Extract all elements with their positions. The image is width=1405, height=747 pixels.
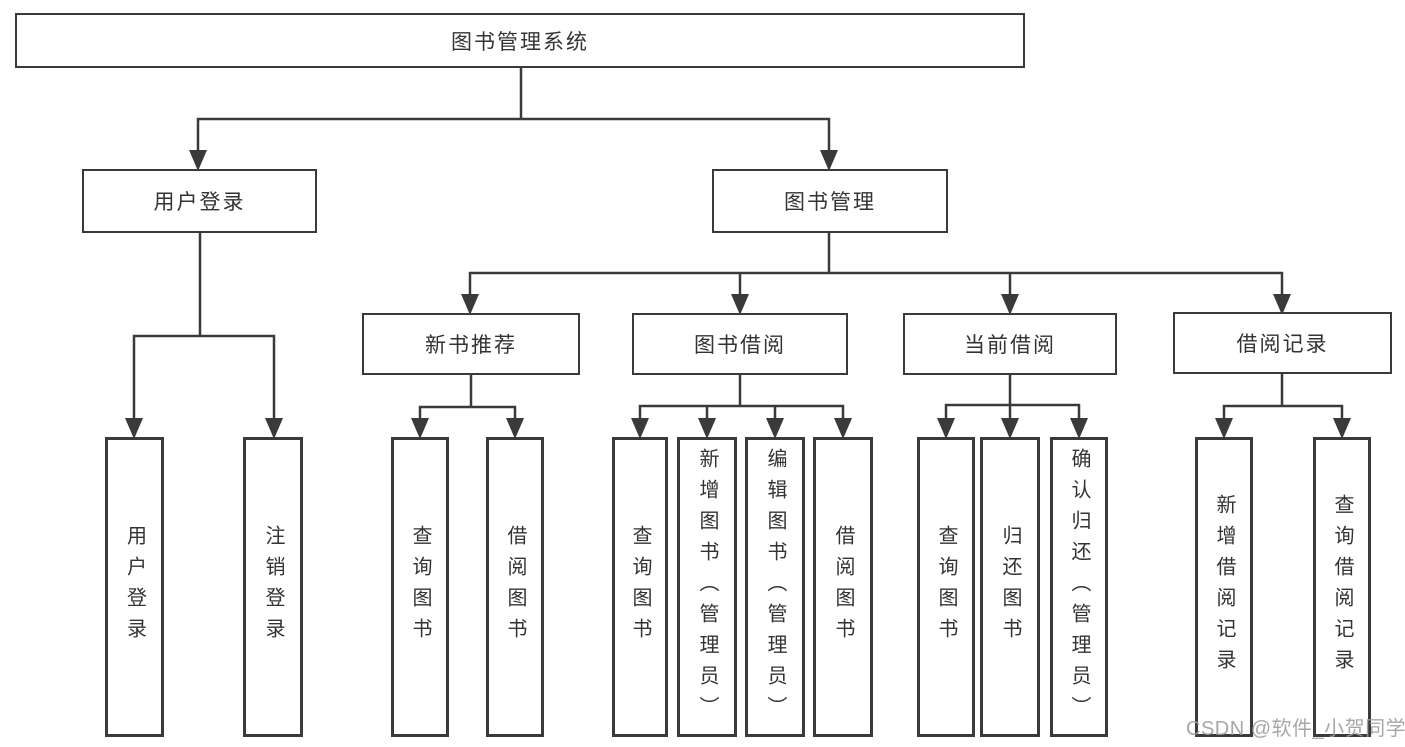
node-root-label: 图书管理系统	[451, 30, 589, 54]
leaf-logout: 注销登录	[243, 437, 303, 737]
leaf-add-book-admin-label: 新增图书（管理员）	[696, 447, 718, 727]
node-user-login-label: 用户登录	[153, 191, 246, 214]
node-root: 图书管理系统	[15, 13, 1025, 68]
node-current-borrow-label: 当前借阅	[964, 334, 1056, 357]
leaf-query-book-newrec-label: 查询图书	[409, 525, 431, 649]
node-book-borrow: 图书借阅	[632, 313, 848, 375]
leaf-query-borrow-record: 查询借阅记录	[1313, 437, 1371, 737]
leaf-return-book: 归还图书	[980, 437, 1040, 737]
leaf-borrow-book-newrec-label: 借阅图书	[504, 525, 526, 649]
node-book-management-label: 图书管理	[784, 191, 876, 214]
leaf-add-book-admin: 新增图书（管理员）	[677, 437, 737, 737]
leaf-user-login: 用户登录	[105, 437, 164, 737]
node-user-login: 用户登录	[82, 169, 317, 233]
node-borrow-record: 借阅记录	[1173, 312, 1392, 374]
node-book-borrow-label: 图书借阅	[694, 334, 786, 357]
leaf-query-book-borrow-label: 查询图书	[629, 525, 651, 649]
leaf-logout-label: 注销登录	[262, 525, 284, 649]
leaf-user-login-label: 用户登录	[123, 525, 146, 649]
leaf-borrow-book-borrow-label: 借阅图书	[832, 525, 854, 649]
leaf-confirm-return-admin-label: 确认归还（管理员）	[1068, 447, 1090, 727]
leaf-query-borrow-record-label: 查询借阅记录	[1331, 494, 1353, 680]
leaf-return-book-label: 归还图书	[999, 525, 1021, 649]
leaf-edit-book-admin-label: 编辑图书（管理员）	[764, 447, 786, 727]
leaf-query-book-current-label: 查询图书	[935, 525, 957, 649]
leaf-borrow-book-borrow: 借阅图书	[813, 437, 873, 737]
leaf-edit-book-admin: 编辑图书（管理员）	[745, 437, 805, 737]
node-current-borrow: 当前借阅	[903, 313, 1117, 375]
csdn-watermark: CSDN @软件_小贺同学	[1186, 718, 1405, 740]
leaf-borrow-book-newrec: 借阅图书	[486, 437, 544, 737]
node-new-book-recommend: 新书推荐	[362, 313, 580, 375]
leaf-add-borrow-record-label: 新增借阅记录	[1213, 494, 1235, 680]
node-book-management: 图书管理	[712, 169, 948, 233]
leaf-confirm-return-admin: 确认归还（管理员）	[1050, 437, 1108, 737]
leaf-query-book-newrec: 查询图书	[391, 437, 449, 737]
leaf-add-borrow-record: 新增借阅记录	[1195, 437, 1253, 737]
leaf-query-book-borrow: 查询图书	[612, 437, 668, 737]
leaf-query-book-current: 查询图书	[917, 437, 975, 737]
node-borrow-record-label: 借阅记录	[1236, 333, 1329, 356]
node-new-book-recommend-label: 新书推荐	[425, 334, 517, 357]
